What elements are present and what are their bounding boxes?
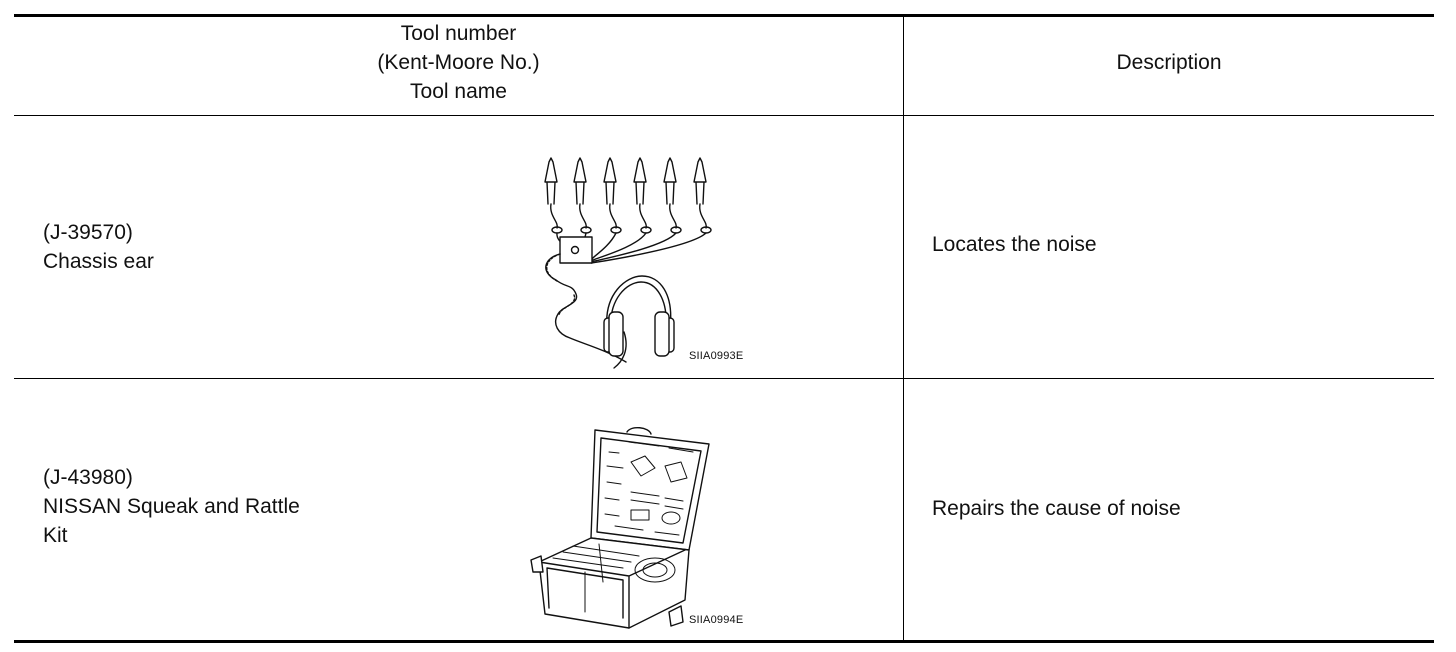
description-cell: Locates the noise bbox=[932, 233, 1097, 256]
tool-name-line: Chassis ear bbox=[43, 250, 154, 273]
illustration-code: SIIA0994E bbox=[689, 614, 744, 626]
table-top-border bbox=[14, 14, 1434, 17]
column-divider bbox=[903, 14, 904, 642]
description-cell: Repairs the cause of noise bbox=[932, 497, 1181, 520]
header-tool-line: (Kent-Moore No.) bbox=[377, 51, 540, 74]
chassis-ear-illustration-icon bbox=[544, 157, 712, 369]
header-divider bbox=[14, 115, 1434, 116]
header-description-column: Description bbox=[1116, 51, 1222, 74]
tool-name-cell: (J-43980) NISSAN Squeak and Rattle Kit bbox=[43, 463, 300, 550]
tool-name-cell: (J-39570) Chassis ear bbox=[43, 218, 154, 276]
header-tool-column: Tool number (Kent-Moore No.) Tool name bbox=[14, 19, 903, 106]
tool-name-line: NISSAN Squeak and Rattle bbox=[43, 495, 300, 518]
header-tool-line: Tool name bbox=[410, 80, 507, 103]
tool-number: (J-43980) bbox=[43, 466, 133, 489]
tool-case-illustration-icon bbox=[530, 427, 710, 629]
row-divider bbox=[14, 378, 1434, 379]
header-tool-line: Tool number bbox=[400, 22, 517, 45]
tool-number: (J-39570) bbox=[43, 221, 133, 244]
illustration-code: SIIA0993E bbox=[689, 350, 744, 362]
tool-name-line: Kit bbox=[43, 524, 68, 547]
special-tools-table: Tool number (Kent-Moore No.) Tool name D… bbox=[14, 14, 1434, 644]
table-bottom-border bbox=[14, 640, 1434, 643]
